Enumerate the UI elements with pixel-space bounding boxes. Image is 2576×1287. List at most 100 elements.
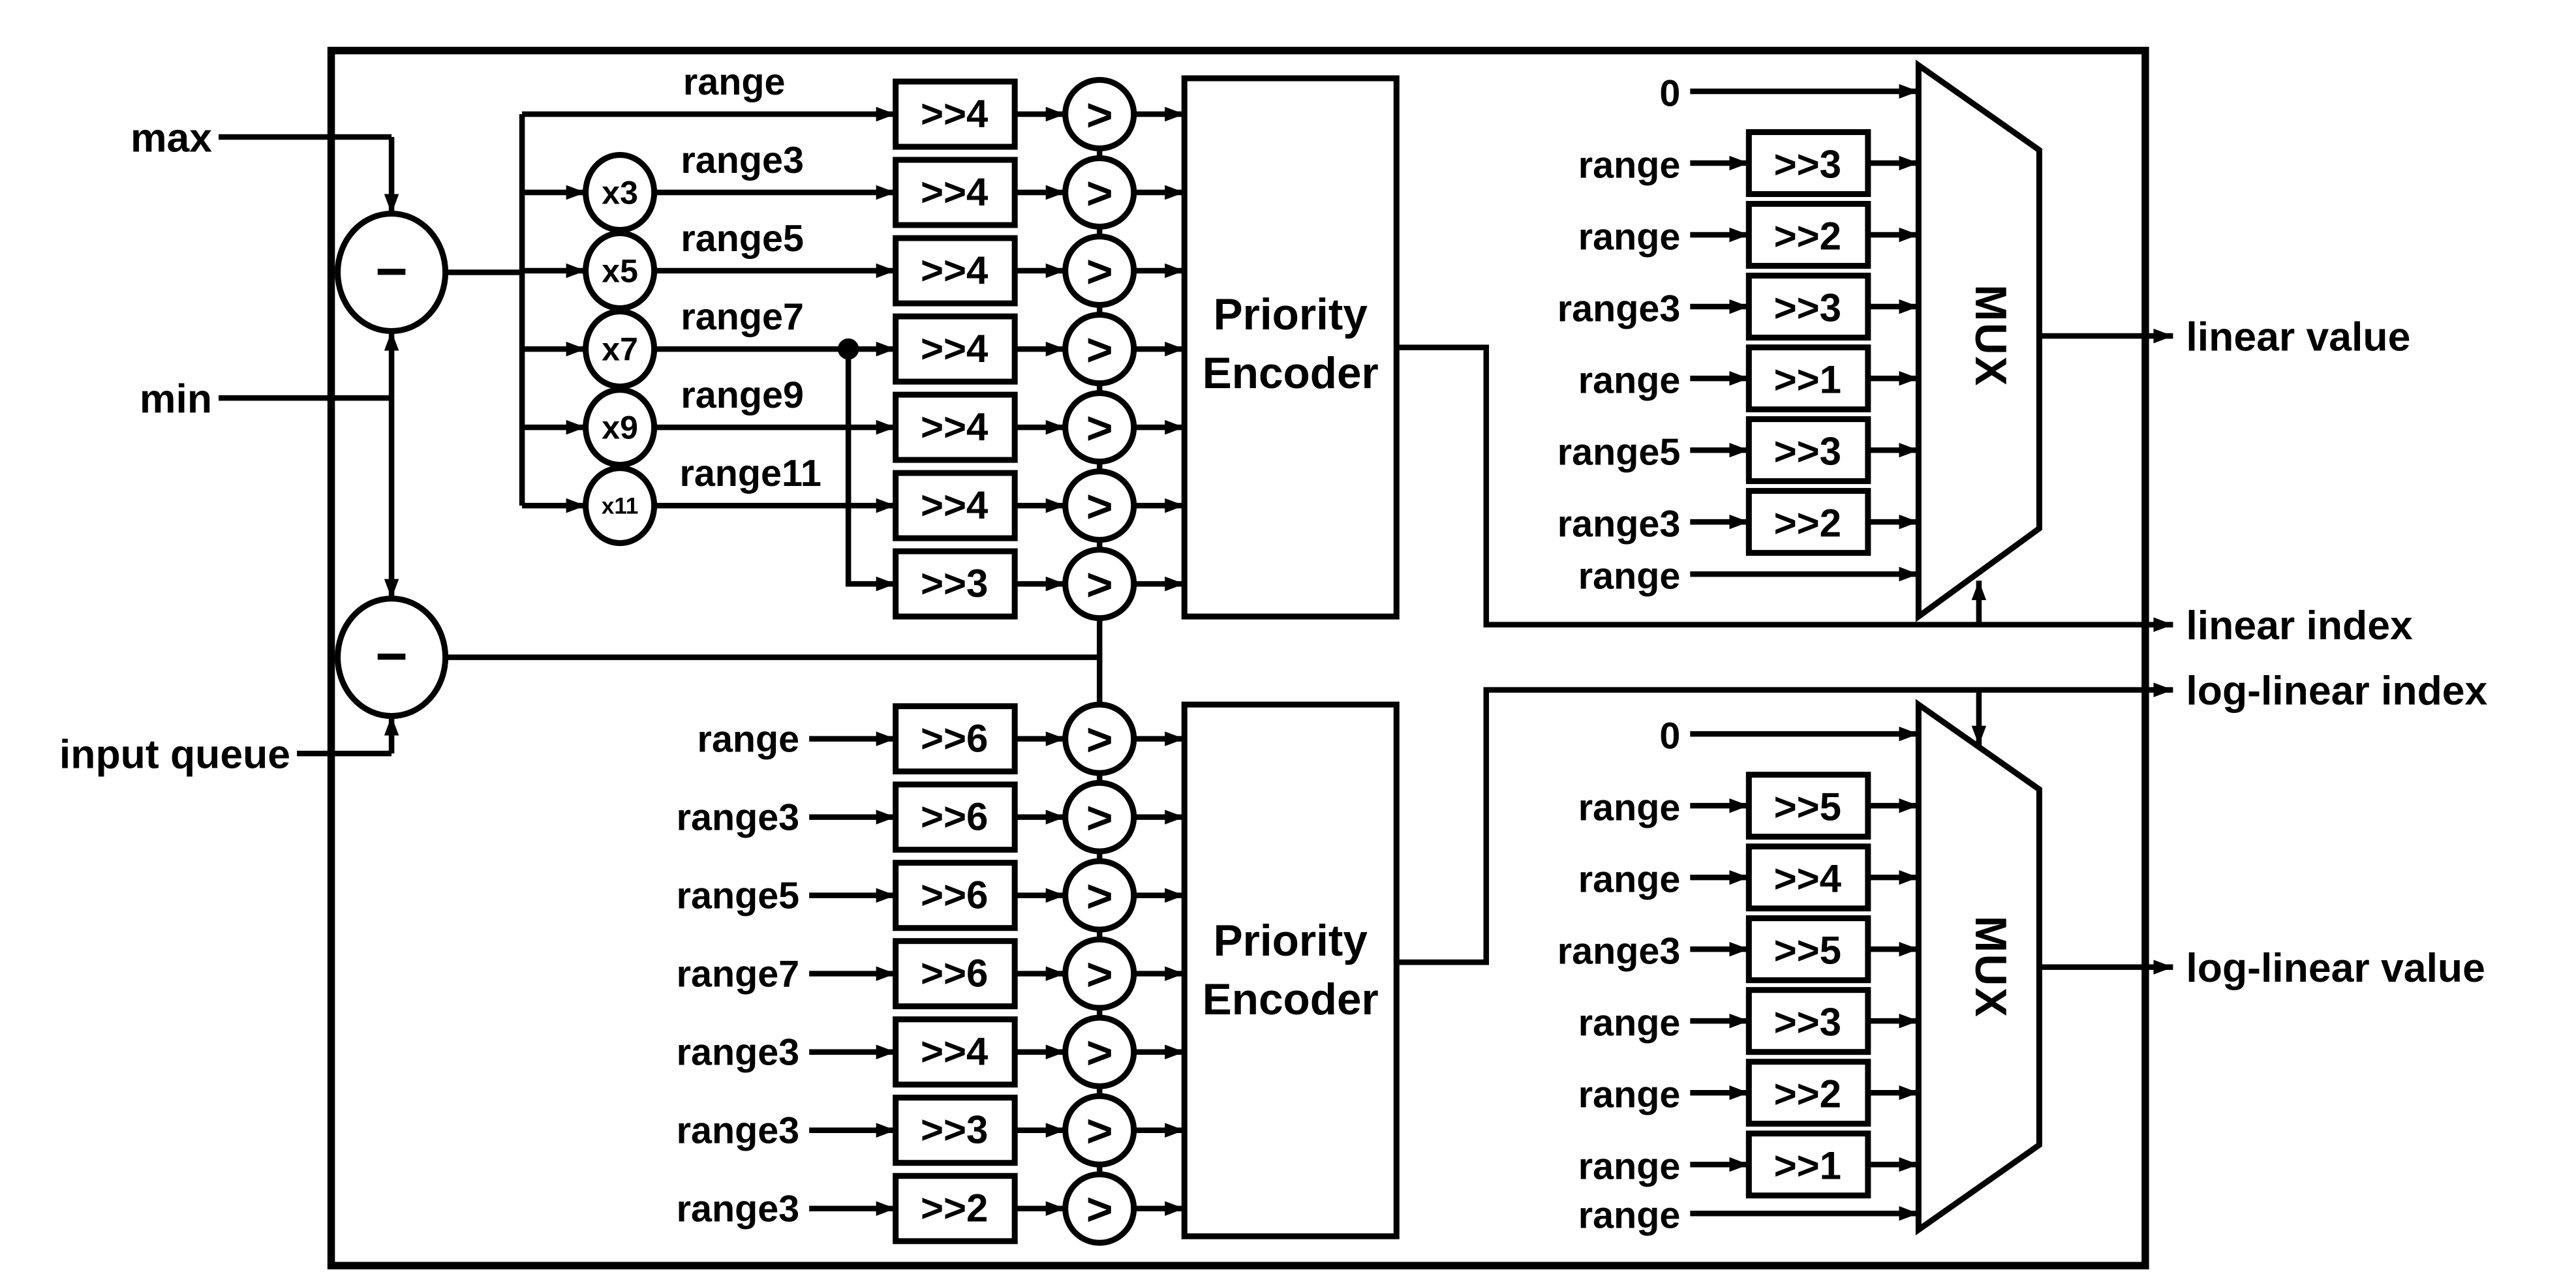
- mux-bot-shifter-5-label: >>2: [1774, 1072, 1841, 1116]
- input-queue-label: input queue: [59, 732, 290, 778]
- top-shifter-1-label: >>4: [921, 92, 989, 136]
- comparator-top-6-symbol: >: [1086, 481, 1113, 532]
- mux-top-shifter-3-label: >>3: [1774, 286, 1841, 330]
- priority-encoder-bottom-line2: Encoder: [1203, 975, 1379, 1024]
- bot-shifter-6: [893, 1095, 1018, 1166]
- comparator-bot-1-symbol: >: [1086, 714, 1113, 765]
- subtractor-value-symbol: −: [375, 626, 408, 688]
- multiplier-x9-label: x9: [602, 410, 638, 446]
- bot-row-6-label: range3: [677, 1110, 800, 1152]
- mux-top-in-4-label: range: [1578, 360, 1681, 402]
- mux-top-shifter-3: [1745, 273, 1871, 341]
- comparator-top-4-symbol: >: [1086, 324, 1113, 375]
- mux-top-in-1-label: range: [1578, 145, 1681, 187]
- mux-top-shifter-2-label: >>2: [1774, 215, 1841, 258]
- min-input-label: min: [140, 376, 212, 422]
- bot-shifter-3-label: >>6: [921, 873, 988, 917]
- comparator-top-3-symbol: >: [1086, 246, 1113, 297]
- multiplier-x5-label: x5: [602, 253, 638, 290]
- priority-encoder-top: [1181, 75, 1400, 620]
- range9-wire-label: range9: [681, 374, 804, 416]
- log-linear-value-output-label: log-linear value: [2186, 945, 2485, 991]
- bot-shifter-1-label: >>6: [921, 717, 988, 761]
- comparator-bot-6-symbol: >: [1086, 1106, 1113, 1157]
- bot-shifter-5: [893, 1016, 1018, 1088]
- mux-bottom-label: MUX: [1966, 916, 2015, 1019]
- top-shifter-2-label: >>4: [921, 170, 989, 214]
- range3-wire-label: range3: [681, 140, 804, 181]
- comparator-bot-5-symbol: >: [1086, 1027, 1113, 1078]
- wire-linear-index: [1396, 344, 2173, 632]
- mux-bot-shifter-6-label: >>1: [1774, 1144, 1841, 1188]
- bot-shifter-7-label: >>2: [921, 1187, 988, 1230]
- outer-enclosure-box: [327, 46, 2149, 1269]
- priority-encoder-top-line1: Priority: [1214, 290, 1368, 339]
- priority-encoder-top-line2: Encoder: [1203, 349, 1379, 398]
- mux-top-in-6-label: range3: [1557, 504, 1681, 545]
- range11-wire-label: range11: [679, 453, 821, 494]
- bot-shifter-4-label: >>6: [921, 952, 988, 995]
- mux-top-shifter-4-label: >>1: [1774, 358, 1841, 402]
- mux-bot-shifter-1-label: >>5: [1774, 785, 1841, 829]
- bot-row-4-label: range7: [677, 954, 800, 995]
- top-shifter-2: [893, 157, 1018, 228]
- comparator-bot-3-symbol: >: [1086, 871, 1113, 922]
- range5-wire-label: range5: [681, 218, 804, 260]
- comparator-top-1-symbol: >: [1086, 89, 1113, 140]
- bot-row-5-label: range3: [677, 1032, 800, 1074]
- wire-range7-to-shift3: [845, 349, 896, 592]
- bot-row-1-label: range: [698, 719, 800, 761]
- comparator-bot-2-symbol: >: [1086, 793, 1113, 843]
- mux-top-in-0-label: 0: [1659, 73, 1680, 115]
- multiplier-x3-label: x3: [602, 175, 638, 211]
- mux-top: [1915, 59, 2042, 622]
- mux-top-shifter-1-label: >>3: [1774, 143, 1841, 187]
- bot-row-2-label: range3: [677, 797, 800, 839]
- mux-bot-in-4-label: range: [1578, 1003, 1681, 1044]
- mux-top-shifter-1: [1745, 129, 1871, 198]
- mux-bot-in-1-label: range: [1578, 787, 1681, 829]
- bot-shifter-3: [893, 860, 1018, 931]
- top-shifter-6-label: >>4: [921, 483, 989, 527]
- mux-top-in-5-label: range5: [1557, 432, 1681, 474]
- mux-bot-in-0-label: 0: [1659, 716, 1680, 757]
- top-shifter-3-label: >>4: [921, 249, 989, 292]
- mux-bot-in-7-label: range: [1578, 1195, 1681, 1237]
- bot-shifter-1: [893, 703, 1018, 775]
- max-input-label: max: [130, 115, 212, 161]
- mux-bot-shifter-4: [1745, 987, 1871, 1055]
- mux-bot-in-3-label: range3: [1557, 931, 1681, 973]
- mux-bot-in-6-label: range: [1578, 1146, 1681, 1188]
- bot-shifter-2: [893, 781, 1018, 853]
- comparator-bot-4-symbol: >: [1086, 949, 1113, 1000]
- mux-top-in-7-label: range: [1578, 556, 1681, 598]
- top-shifter-4-label: >>4: [921, 327, 989, 371]
- bot-shifter-5-label: >>4: [921, 1030, 989, 1074]
- mux-bot-in-5-label: range: [1578, 1074, 1681, 1116]
- comparator-top-5-symbol: >: [1086, 402, 1113, 453]
- mux-top-in-2-label: range: [1578, 217, 1681, 258]
- mux-bot-shifter-2-label: >>4: [1774, 857, 1842, 901]
- range7-wire-label: range7: [681, 296, 804, 338]
- mux-top-shifter-6-label: >>2: [1774, 502, 1841, 545]
- multiplier-x11-label: x11: [602, 494, 638, 519]
- mux-top-shifter-2: [1745, 201, 1871, 269]
- top-shifter-7-label: >>3: [921, 562, 988, 605]
- comparator-bot-7-symbol: >: [1086, 1184, 1113, 1235]
- mux-bot-shifter-4-label: >>3: [1774, 1001, 1841, 1044]
- top-shifter-1: [893, 78, 1018, 150]
- mux-bot-shifter-3-label: >>5: [1774, 929, 1841, 973]
- priority-encoder-bottom: [1181, 701, 1400, 1239]
- mux-top-shifter-5-label: >>3: [1774, 430, 1841, 474]
- linear-index-output-label: linear index: [2186, 603, 2413, 648]
- mux-bottom: [1915, 699, 2042, 1235]
- mux-bot-shifter-3: [1745, 915, 1871, 984]
- bot-shifter-7: [893, 1173, 1018, 1245]
- bot-row-3-label: range5: [677, 875, 800, 917]
- bot-shifter-6-label: >>3: [921, 1108, 988, 1152]
- wire-log-linear-index: [1396, 682, 2173, 965]
- multiplier-x7-label: x7: [602, 331, 638, 368]
- top-shifter-4: [893, 313, 1018, 385]
- comparator-top-2-symbol: >: [1086, 168, 1113, 219]
